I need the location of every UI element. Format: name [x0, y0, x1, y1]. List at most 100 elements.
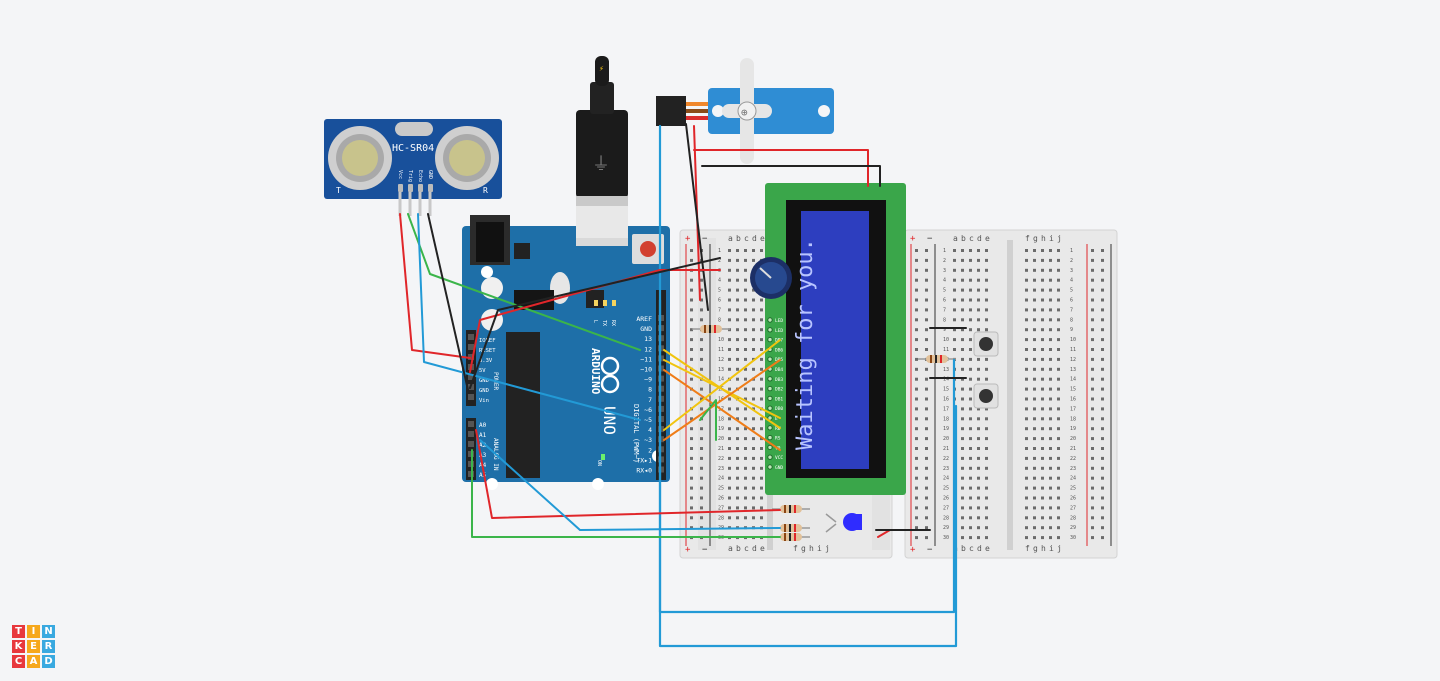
push-button-1[interactable] — [973, 331, 999, 357]
wires[interactable] — [399, 123, 967, 648]
bb2-row-label: 1 — [943, 248, 946, 254]
usb-cable[interactable]: ⚡ ⏚ — [576, 56, 628, 206]
bb2-minus-label: − — [927, 234, 933, 244]
lcd-pin-label: LED — [775, 318, 783, 324]
bb2-row-label: 2 — [1070, 258, 1073, 264]
bb2-row-label: 21 — [1070, 446, 1076, 452]
bb1-col-label: i — [817, 544, 822, 553]
logo-letter: C — [12, 655, 25, 668]
bb2-col-label: e — [985, 234, 990, 243]
bb1-row-label: 26 — [718, 496, 724, 502]
sensor-pin-label: Trig — [407, 170, 413, 182]
bb2-row-label: 11 — [1070, 347, 1076, 353]
wire-yellow-2 — [663, 359, 781, 419]
bb2-row-label: 30 — [1070, 535, 1076, 541]
lcd-pin-label: DB3 — [775, 377, 783, 383]
on-label: ON — [596, 460, 602, 466]
bb2-col-label: g — [1033, 544, 1038, 553]
digital-pin-label: ~11 — [640, 355, 652, 363]
bb2-row-label: 15 — [1070, 387, 1076, 393]
bb1-row-label: 12 — [718, 357, 724, 363]
bb2-row-label: 6 — [1070, 298, 1073, 304]
wire-red-5v — [469, 269, 721, 373]
bb2-row-label: 25 — [943, 486, 949, 492]
bb2-row-label: 17 — [943, 406, 949, 412]
servo-screw-icon: ⊕ — [741, 106, 748, 119]
servo-connector[interactable] — [656, 96, 686, 126]
logo-letter: A — [27, 655, 40, 668]
blue-led[interactable] — [825, 513, 862, 533]
bb2-col-label: d — [977, 234, 982, 243]
bb2-plus-label: + — [910, 545, 916, 555]
bb2-row-label: 8 — [1070, 317, 1073, 323]
digital-pin-label: TX▸1 — [636, 456, 652, 464]
bb2-plus-label: + — [910, 234, 916, 244]
resistors[interactable] — [692, 325, 956, 541]
atmega-chip — [506, 332, 540, 478]
digital-pin-label: 8 — [648, 386, 652, 394]
bb1-row-label: 27 — [718, 505, 724, 511]
bb2-col-label: b — [961, 544, 966, 553]
bb2-row-label: 26 — [943, 496, 949, 502]
bb1-row-label: 14 — [718, 377, 724, 383]
analog-header[interactable] — [466, 418, 476, 480]
digital-pin-label: ~9 — [644, 376, 652, 384]
bb2-row-label: 6 — [943, 298, 946, 304]
breadboard-right[interactable]: aabbccddeeffgghhiijj12345678910111213141… — [904, 229, 1118, 559]
wire-black-top — [701, 165, 881, 187]
bb2-col-label: i — [1049, 544, 1054, 553]
bb2-row-label: 7 — [943, 307, 946, 313]
digital-pin-label: ~3 — [644, 436, 652, 444]
bb2-col-label: c — [969, 234, 974, 243]
wire-orange-1 — [663, 369, 781, 451]
bb1-col-label: b — [736, 544, 741, 553]
bb2-row-label: 28 — [1070, 515, 1076, 521]
bb1-row-label: 6 — [718, 298, 721, 304]
bb1-col-label: j — [825, 544, 830, 553]
bb1-row-label: 25 — [718, 486, 724, 492]
bb1-col-label: g — [801, 544, 806, 553]
analog-pin-label: A0 — [479, 422, 487, 429]
digital-pin-label: RX◂0 — [636, 467, 652, 475]
servo-motor[interactable]: ⊕ — [656, 58, 834, 164]
power-pin-label: Vin — [479, 398, 489, 404]
bb1-minus-label: − — [702, 234, 708, 244]
usb-plug-icon: ⚡ — [599, 64, 604, 73]
power-pin-label: 5V — [479, 368, 486, 374]
bb1-row-label: 7 — [718, 307, 721, 313]
bb1-row-label: 18 — [718, 416, 724, 422]
bb1-col-label: h — [809, 544, 814, 553]
bb1-minus-label: − — [702, 545, 708, 555]
bb1-row-label: 8 — [718, 317, 721, 323]
bb1-col-label: a — [728, 234, 733, 243]
lcd-pin-label: LED — [775, 328, 783, 334]
lcd-pin-label: DB4 — [775, 367, 783, 373]
logo-letter: I — [27, 625, 40, 638]
usb-symbol-icon: ⏚ — [592, 154, 610, 175]
wire-black-bb2 — [929, 327, 967, 379]
bb2-row-label: 5 — [1070, 288, 1073, 294]
lcd-display[interactable]: Waiting for you. LEDLEDDB7DB6DB5DB4DB3DB… — [765, 183, 906, 495]
potentiometer[interactable] — [750, 257, 792, 299]
reset-button[interactable] — [640, 241, 656, 257]
wire-red-a — [475, 429, 781, 519]
digital-pin-label: 13 — [644, 335, 652, 343]
bb2-row-label: 29 — [1070, 525, 1076, 531]
push-button-2[interactable] — [973, 383, 999, 409]
digital-pin-label: 4 — [648, 426, 652, 434]
power-pin-label: 3.3V — [479, 358, 493, 364]
wire-blue-a — [479, 439, 781, 531]
lcd-pin-label: DB0 — [775, 406, 783, 412]
wire-black-servo — [685, 123, 709, 311]
digital-pin-label: 12 — [644, 345, 652, 353]
crystal-oscillator — [395, 122, 433, 136]
bb2-row-label: 16 — [943, 397, 949, 403]
bb1-row-label: 19 — [718, 426, 724, 432]
bb1-col-label: f — [793, 544, 798, 553]
